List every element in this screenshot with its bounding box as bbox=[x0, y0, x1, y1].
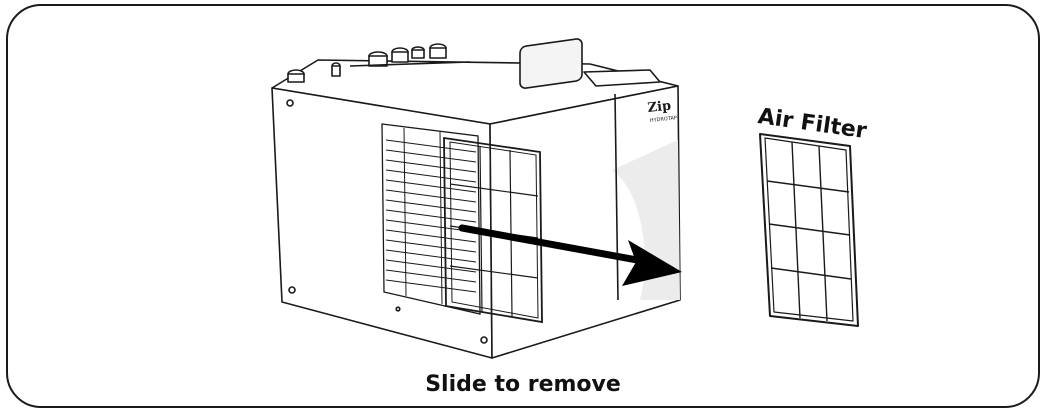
screw bbox=[480, 336, 488, 344]
unit-logo-subtext: HYDROTAP bbox=[650, 115, 678, 124]
sliding-filter-frame bbox=[443, 136, 543, 324]
display-screen bbox=[519, 38, 583, 89]
air-filter-removed bbox=[759, 133, 859, 327]
front-panel-seam bbox=[614, 93, 619, 301]
air-filter-grid bbox=[766, 141, 852, 322]
caption-slide-to-remove: Slide to remove bbox=[425, 372, 621, 397]
screw bbox=[288, 286, 296, 294]
screw bbox=[286, 99, 294, 107]
top-fittings bbox=[287, 43, 471, 83]
control-cover bbox=[583, 69, 661, 87]
unit-logo: Zip bbox=[647, 99, 672, 116]
air-filter-outer-frame bbox=[759, 133, 859, 327]
slide-direction-arrow bbox=[458, 224, 682, 286]
grille-louvers bbox=[385, 127, 477, 305]
screw bbox=[395, 306, 401, 312]
unit-curved-edge bbox=[612, 140, 680, 300]
